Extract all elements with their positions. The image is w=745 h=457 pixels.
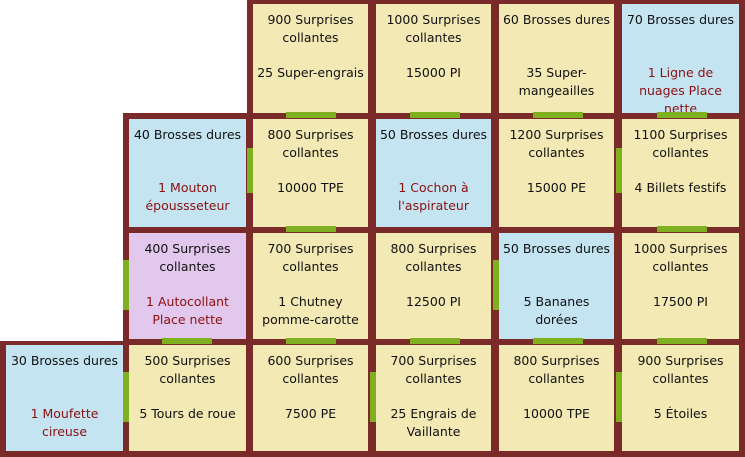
tile-reward: 1 Chutney pomme-carotte [262, 294, 359, 327]
tile-cost: 1100 Surprises collantes [633, 127, 728, 160]
reward-tile-r4-c3: 600 Surprises collantes 7500 PE [253, 345, 368, 451]
reward-tile-r3-c3: 800 Surprises collantes 12500 PI [376, 233, 491, 339]
reward-tile-r3-c4: 50 Brosses dures 5 Bananes dorées [499, 233, 614, 339]
tile-cost: 600 Surprises collantes [267, 353, 354, 386]
reward-tile-r1-c3: 60 Brosses dures 35 Super-mangeailles [499, 4, 614, 113]
tile-reward: 15000 PI [406, 65, 461, 80]
path-connector [162, 338, 212, 344]
tile-reward: 4 Billets festifs [634, 180, 727, 195]
tile-cost: 1000 Surprises collantes [386, 12, 481, 45]
tile-cost: 60 Brosses dures [502, 12, 611, 27]
path-connector [657, 112, 707, 118]
tile-cost: 500 Surprises collantes [144, 353, 231, 386]
path-connector [493, 260, 499, 310]
tile-cost: 900 Surprises collantes [267, 12, 354, 45]
tile-cost: 700 Surprises collantes [390, 353, 477, 386]
tile-reward: 5 Étoiles [653, 406, 708, 421]
tile-cost: 400 Surprises collantes [144, 241, 231, 274]
reward-tile-r1-c1: 900 Surprises collantes 25 Super-engrais [253, 4, 368, 113]
tile-cost: 1200 Surprises collantes [509, 127, 604, 160]
reward-tile-r4-c1: 30 Brosses dures 1 Moufette cireuse [6, 345, 123, 451]
reward-tile-r4-c2: 500 Surprises collantes 5 Tours de roue [129, 345, 246, 451]
tile-reward: 25 Engrais de Vaillante [390, 406, 477, 439]
reward-tile-r2-c3: 50 Brosses dures 1 Cochon à l'aspirateur [376, 119, 491, 227]
tile-reward: 1 Ligne de nuages Place nette [639, 65, 722, 116]
tile-cost: 50 Brosses dures [502, 241, 611, 256]
path-connector [657, 338, 707, 344]
tile-cost: 800 Surprises collantes [513, 353, 600, 386]
reward-tile-r3-c5: 1000 Surprises collantes 17500 PI [622, 233, 739, 339]
path-connector [533, 112, 583, 118]
path-connector [123, 372, 129, 422]
tile-reward: 1 Mouton époussseteur [145, 180, 230, 213]
tile-reward: 35 Super-mangeailles [518, 65, 595, 98]
tile-cost: 50 Brosses dures [379, 127, 488, 142]
reward-tile-r4-c4: 700 Surprises collantes 25 Engrais de Va… [376, 345, 491, 451]
tile-reward: 10000 TPE [277, 180, 344, 195]
reward-tile-r3-c1: 400 Surprises collantes 1 Autocollant Pl… [129, 233, 246, 339]
path-connector [616, 372, 622, 422]
tile-cost: 1000 Surprises collantes [633, 241, 728, 274]
path-connector [410, 338, 460, 344]
tile-reward: 1 Cochon à l'aspirateur [398, 180, 469, 213]
path-connector [286, 112, 336, 118]
reward-tile-r1-c2: 1000 Surprises collantes 15000 PI [376, 4, 491, 113]
path-connector [616, 148, 622, 193]
reward-tile-r2-c2: 800 Surprises collantes 10000 TPE [253, 119, 368, 227]
tile-reward: 17500 PI [653, 294, 708, 309]
path-connector [247, 148, 253, 193]
reward-tile-r4-c5: 800 Surprises collantes 10000 TPE [499, 345, 614, 451]
tile-reward: 5 Bananes dorées [523, 294, 590, 327]
path-connector [286, 226, 336, 232]
reward-tile-r3-c2: 700 Surprises collantes 1 Chutney pomme-… [253, 233, 368, 339]
reward-tile-r2-c4: 1200 Surprises collantes 15000 PE [499, 119, 614, 227]
tile-reward: 1 Autocollant Place nette [146, 294, 229, 327]
path-connector [657, 226, 707, 232]
tile-cost: 800 Surprises collantes [267, 127, 354, 160]
path-connector [533, 338, 583, 344]
tile-cost: 800 Surprises collantes [390, 241, 477, 274]
tile-cost: 700 Surprises collantes [267, 241, 354, 274]
tile-reward: 10000 TPE [523, 406, 590, 421]
tile-reward: 12500 PI [406, 294, 461, 309]
tile-cost: 900 Surprises collantes [637, 353, 724, 386]
path-connector [286, 338, 336, 344]
reward-tile-r2-c1: 40 Brosses dures 1 Mouton époussseteur [129, 119, 246, 227]
tile-reward: 7500 PE [284, 406, 337, 421]
tile-reward: 5 Tours de roue [139, 406, 236, 421]
reward-tile-r1-c4: 70 Brosses dures 1 Ligne de nuages Place… [622, 4, 739, 116]
reward-tile-r4-c6: 900 Surprises collantes 5 Étoiles [622, 345, 739, 451]
reward-tile-r2-c5: 1100 Surprises collantes 4 Billets festi… [622, 119, 739, 227]
tile-reward: 25 Super-engrais [257, 65, 364, 80]
path-connector [410, 112, 460, 118]
tile-reward: 15000 PE [526, 180, 587, 195]
path-connector [370, 372, 376, 422]
tile-cost: 30 Brosses dures [10, 353, 119, 368]
tile-cost: 70 Brosses dures [626, 12, 735, 27]
tile-cost: 40 Brosses dures [133, 127, 242, 142]
tile-reward: 1 Moufette cireuse [30, 406, 99, 439]
path-connector [123, 260, 129, 310]
